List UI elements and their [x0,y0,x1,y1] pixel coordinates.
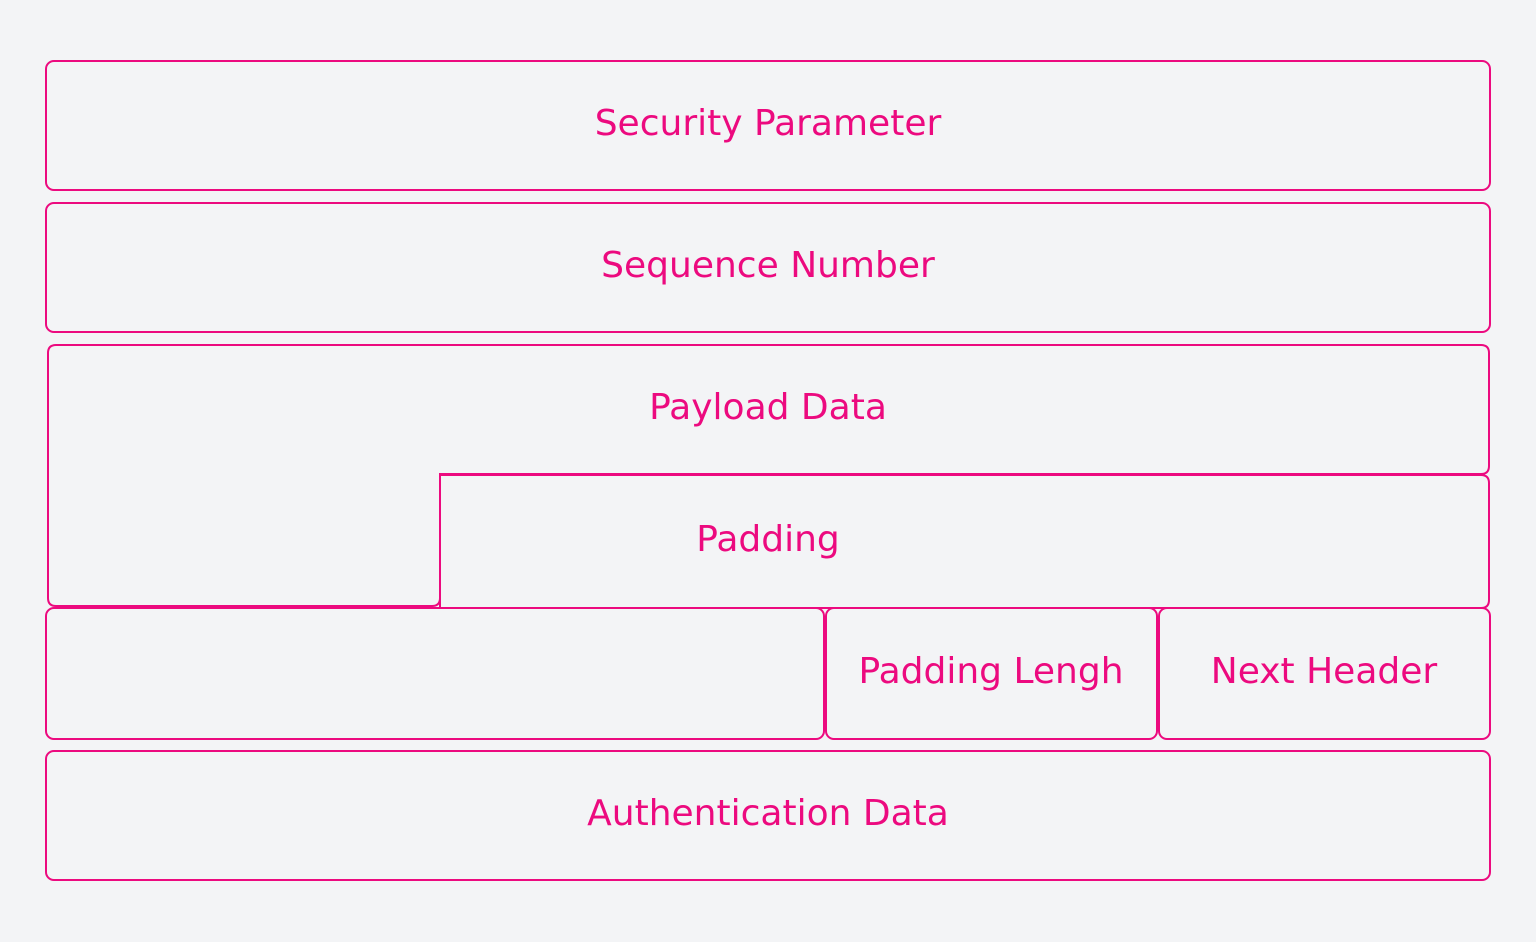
sequence-number-label: Sequence Number [601,245,935,286]
authentication-data-label: Authentication Data [587,793,949,834]
payload-data-field: Payload Data [47,344,1490,607]
authentication-data-box [45,750,1491,881]
padding-length-label: Padding Lengh [858,651,1123,692]
sequence-number-field: Sequence Number [45,202,1491,333]
payload-data-label: Payload Data [649,387,887,428]
security-parameter-label: Security Parameter [595,103,942,144]
next-header-field: Next Header [1158,607,1491,740]
padding-length-field: Padding Lengh [825,607,1158,740]
security-parameter-field: Security Parameter [45,60,1491,191]
padding-upper-box [439,474,1490,609]
sequence-number-box [45,202,1491,333]
payload-data-box [47,344,1490,607]
padding-label: Padding [696,519,840,560]
next-header-box [1158,607,1491,740]
padding-length-box [825,607,1158,740]
authentication-data-field: Authentication Data [45,750,1491,881]
padding-lower-box [45,607,825,740]
security-parameter-box [45,60,1491,191]
next-header-label: Next Header [1211,651,1438,692]
